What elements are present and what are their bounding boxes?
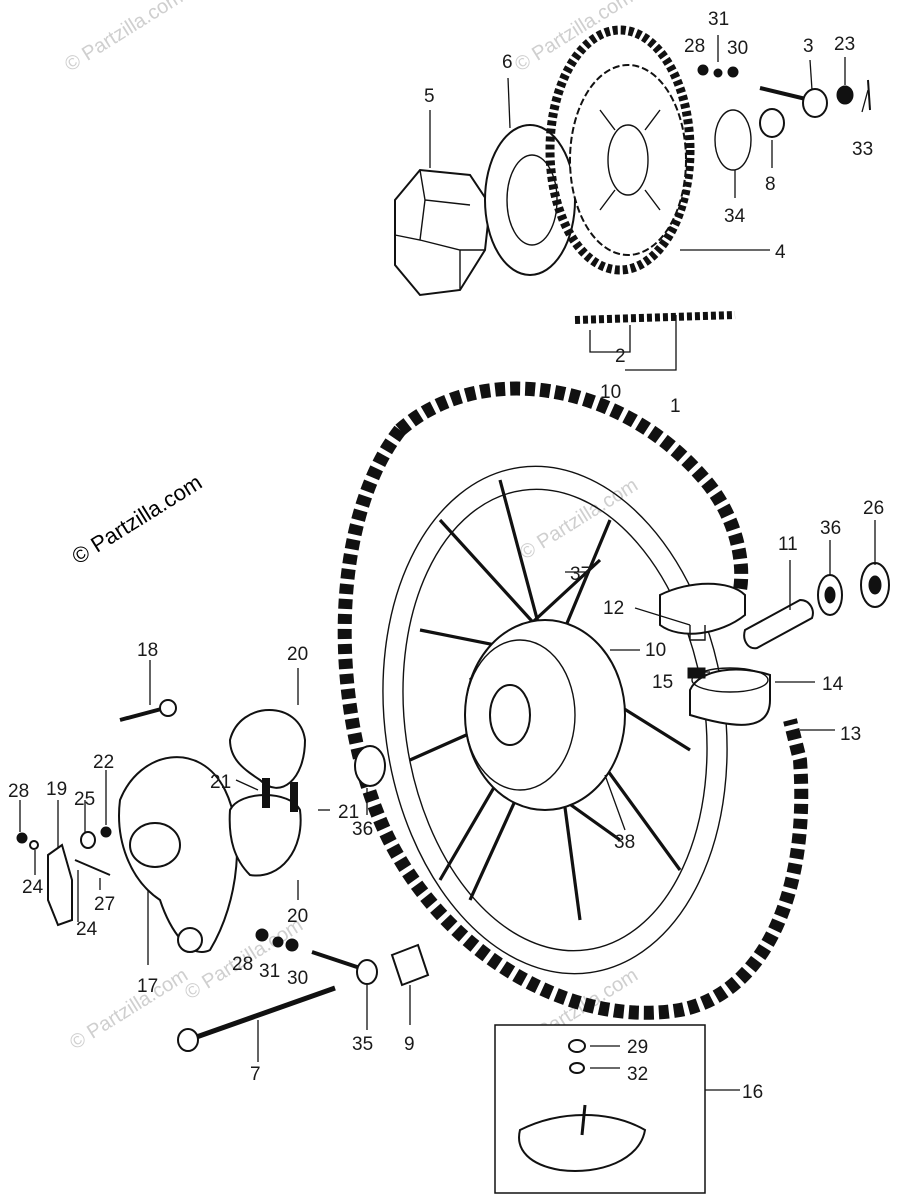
callout-29: 29 bbox=[627, 1037, 648, 1058]
callout-33: 33 bbox=[852, 139, 873, 160]
callout-28-left: 28 bbox=[8, 781, 29, 802]
axle bbox=[177, 985, 336, 1052]
callout-21-right: 21 bbox=[338, 802, 359, 823]
callout-20-upper: 20 bbox=[287, 644, 308, 665]
callout-21-left: 21 bbox=[210, 772, 231, 793]
callout-7: 7 bbox=[250, 1064, 261, 1085]
callout-28-bottom: 28 bbox=[232, 954, 253, 975]
callout-9: 9 bbox=[404, 1034, 415, 1055]
callout-16: 16 bbox=[742, 1082, 763, 1103]
callout-27: 27 bbox=[94, 894, 115, 915]
callout-22: 22 bbox=[93, 752, 114, 773]
tire-section bbox=[659, 582, 746, 641]
distance-collar bbox=[743, 598, 814, 650]
side-collar bbox=[759, 108, 785, 138]
callout-25: 25 bbox=[74, 789, 95, 810]
callout-36-left: 36 bbox=[352, 819, 373, 840]
callout-3: 3 bbox=[803, 36, 814, 57]
callout-14: 14 bbox=[822, 674, 844, 695]
sprocket-plate bbox=[484, 124, 576, 276]
callout-20-lower: 20 bbox=[287, 906, 308, 927]
axle-nuts-lower bbox=[255, 928, 299, 952]
callout-37: 37 bbox=[570, 564, 591, 585]
damper-rubber bbox=[394, 168, 492, 297]
callout-13: 13 bbox=[840, 724, 861, 745]
brake-small-parts bbox=[16, 826, 112, 850]
chain-adjuster bbox=[759, 79, 871, 118]
callout-28-top: 28 bbox=[684, 36, 705, 57]
callout-31-bottom: 31 bbox=[259, 961, 280, 982]
sprocket-circlip bbox=[714, 109, 752, 171]
tube-inset bbox=[494, 1024, 706, 1194]
callout-6: 6 bbox=[502, 52, 513, 73]
brake-panel bbox=[118, 756, 238, 953]
hub bbox=[464, 619, 626, 811]
callout-38: 38 bbox=[614, 832, 635, 853]
callout-5: 5 bbox=[424, 86, 435, 107]
small-nuts-top bbox=[697, 64, 739, 78]
leader-lines bbox=[19, 35, 876, 1091]
rim-band-valve-nut bbox=[687, 667, 706, 679]
chain bbox=[545, 25, 736, 324]
callout-2: 2 bbox=[615, 346, 626, 367]
callout-labels: 1 2 3 4 5 6 7 8 9 10 10 11 12 13 14 15 1… bbox=[8, 9, 884, 1103]
sprocket bbox=[569, 64, 687, 256]
callout-17: 17 bbox=[137, 976, 158, 997]
callout-32: 32 bbox=[627, 1064, 648, 1085]
callout-1: 1 bbox=[670, 396, 681, 417]
callout-15: 15 bbox=[652, 672, 673, 693]
bearing-26 bbox=[860, 562, 890, 608]
callout-8: 8 bbox=[765, 174, 776, 195]
left-chain-adjuster bbox=[311, 950, 378, 985]
watermark-faint-top-left: © Partzilla.com bbox=[61, 0, 187, 76]
brake-cam bbox=[119, 699, 177, 722]
callout-34: 34 bbox=[724, 206, 746, 227]
callout-30-bottom: 30 bbox=[287, 968, 308, 989]
callout-19: 19 bbox=[46, 779, 67, 800]
callout-12: 12 bbox=[603, 598, 624, 619]
callout-10-lower: 10 bbox=[645, 640, 666, 661]
watermark-faint-bottom-left: © Partzilla.com bbox=[66, 964, 192, 1054]
bearing-36-right bbox=[817, 574, 843, 616]
callout-18: 18 bbox=[137, 640, 158, 661]
watermark-faint-wheel: © Partzilla.com bbox=[516, 474, 642, 564]
brake-arm bbox=[47, 843, 111, 927]
left-collar bbox=[354, 745, 386, 787]
watermark-main: © Partzilla.com bbox=[67, 469, 206, 569]
tube-cutaway bbox=[689, 667, 771, 726]
callout-4: 4 bbox=[775, 242, 786, 263]
callout-10-upper: 10 bbox=[600, 382, 621, 403]
callout-36-right: 36 bbox=[820, 518, 841, 539]
callout-24-lower: 24 bbox=[76, 919, 98, 940]
left-collar-lower bbox=[390, 943, 430, 987]
callout-30-top: 30 bbox=[727, 38, 748, 59]
callout-11: 11 bbox=[778, 534, 798, 555]
tire bbox=[337, 381, 809, 1020]
callout-23: 23 bbox=[834, 34, 855, 55]
brake-shoes bbox=[228, 709, 307, 877]
callout-35: 35 bbox=[352, 1034, 373, 1055]
callout-31-top: 31 bbox=[708, 9, 729, 30]
callout-24-upper: 24 bbox=[22, 877, 44, 898]
callout-26: 26 bbox=[863, 498, 884, 519]
